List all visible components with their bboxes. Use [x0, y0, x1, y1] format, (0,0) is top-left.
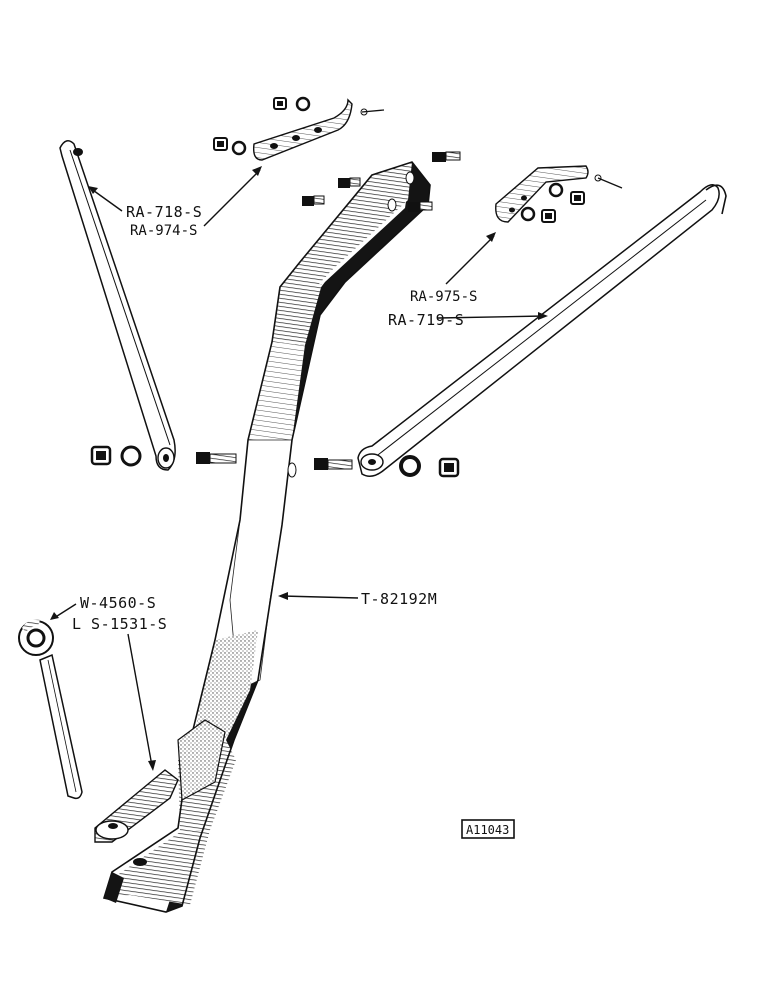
rod-ra-718: [59, 140, 176, 471]
middle-hardware-left: [90, 445, 237, 467]
label-t-82192m: T-82192M: [361, 590, 437, 608]
eye-bolt-w-4560: [18, 619, 83, 800]
part-labels: RA-718-S RA-974-S RA-975-S RA-719-S T-82…: [72, 203, 477, 633]
figure-code: A11043: [461, 819, 515, 839]
label-w-4560: W-4560-S: [80, 594, 156, 612]
label-ls-1531: L S-1531-S: [72, 615, 167, 633]
top-bolts: [302, 151, 461, 212]
main-brace: [102, 161, 431, 913]
label-ra-719: RA-719-S: [388, 311, 464, 329]
label-ra-975: RA-975-S: [410, 289, 477, 305]
clevis-plate: [94, 719, 226, 843]
rod-ra-719: [357, 184, 727, 477]
figure-code-text: A11043: [466, 823, 509, 837]
bracket-ra-974: [213, 96, 385, 161]
middle-hardware-right: [314, 455, 460, 478]
bracket-ra-975: [495, 165, 623, 223]
leader-lines: [50, 166, 548, 771]
label-ra-718: RA-718-S: [126, 203, 202, 221]
label-ra-974: RA-974-S: [130, 223, 197, 239]
